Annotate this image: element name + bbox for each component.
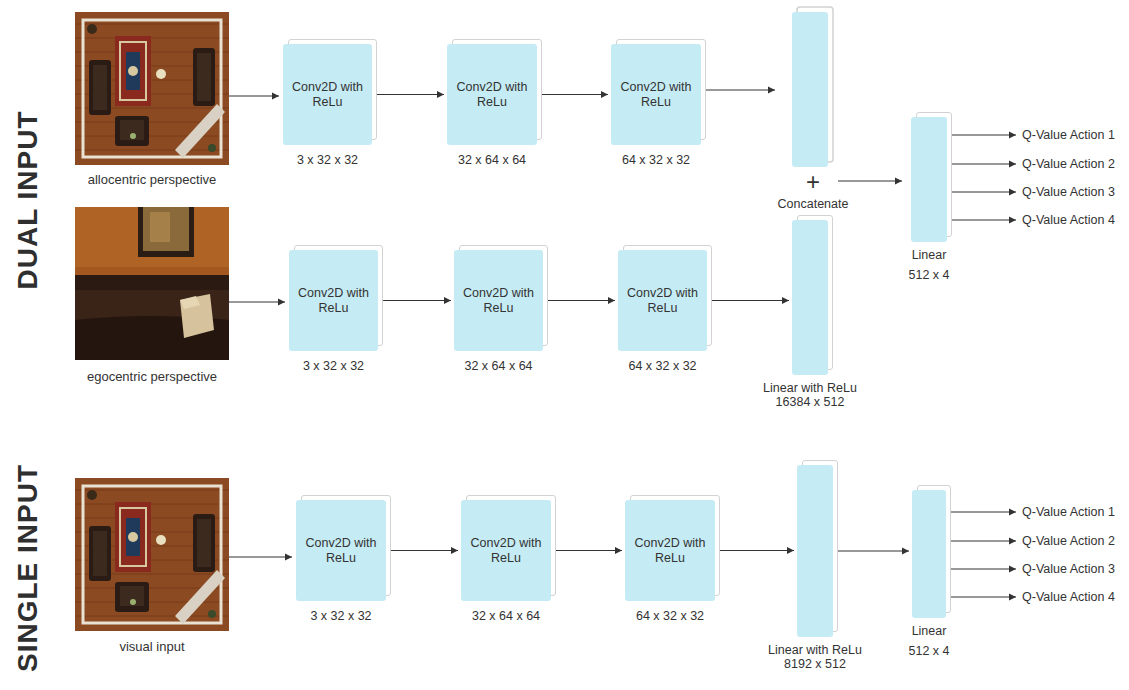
layer-box: Conv2D with ReLu (625, 500, 715, 601)
layer-caption: 32 x 64 x 64 (456, 609, 556, 623)
layer-name: Conv2D with ReLu (300, 536, 382, 566)
layer-dims: 32 x 64 x 64 (442, 153, 542, 167)
layer-name: Conv2D with ReLu (293, 286, 374, 316)
layer-caption: 64 x 32 x 32 (606, 153, 706, 167)
flow-arrow (389, 550, 458, 551)
layer-box: Conv2D with ReLu (611, 44, 701, 145)
layer-caption: 3 x 32 x 32 (284, 359, 384, 373)
layer-box: Conv2D with ReLu (289, 250, 378, 351)
output-label: Q-Value Action 1 (1022, 504, 1115, 520)
flow-arrow (381, 300, 451, 301)
flow-arrow (554, 550, 622, 551)
visual-input-image (75, 478, 229, 631)
conv-layer: Conv2D with ReLu64 x 32 x 32 (618, 250, 707, 351)
conv-layer: Conv2D with ReLu32 x 64 x 64 (454, 250, 543, 351)
layer-dims: 64 x 32 x 32 (620, 609, 720, 623)
section-title: DUAL INPUT (11, 85, 45, 315)
flow-arrow (540, 94, 608, 95)
layer-caption: 3 x 32 x 32 (278, 153, 378, 167)
layer-box (912, 490, 946, 618)
output-label: Q-Value Action 2 (1022, 156, 1115, 172)
conv-layer: Conv2D with ReLu32 x 64 x 64 (447, 44, 537, 145)
layer-caption: 64 x 32 x 32 (613, 359, 713, 373)
conv-layer: Conv2D with ReLu3 x 32 x 32 (296, 500, 386, 601)
flow-arrow (836, 551, 909, 552)
layer-box: Conv2D with ReLu (296, 500, 386, 601)
layer-dims: 512 x 4 (879, 644, 979, 658)
layer-caption: 3 x 32 x 32 (291, 609, 391, 623)
caption-text: allocentric perspective (52, 172, 252, 188)
conv-layer: Conv2D with ReLu64 x 32 x 32 (625, 500, 715, 601)
layer-caption: Linear 512 x 4 (879, 248, 979, 282)
layer-name: Conv2D with ReLu (458, 286, 539, 316)
layer-dims: 512 x 4 (879, 268, 979, 282)
caption-text: + (713, 168, 913, 195)
flatten-bar (792, 7, 833, 167)
layer-caption: Linear with ReLu16384 x 512 (760, 381, 860, 409)
layer-name: Conv2D with ReLu (629, 536, 711, 566)
layer-caption: Linear with ReLu8192 x 512 (765, 643, 865, 671)
output-label: Q-Value Action 2 (1022, 533, 1115, 549)
layer-name: Conv2D with ReLu (451, 80, 533, 110)
linear-layer: Linear512 x 4 (911, 117, 947, 242)
output-label: Q-Value Action 4 (1022, 212, 1115, 228)
flow-arrow (718, 550, 794, 551)
layer-name: Conv2D with ReLu (465, 536, 547, 566)
conv-layer: Conv2D with ReLu3 x 32 x 32 (289, 250, 378, 351)
output-label: Q-Value Action 3 (1022, 184, 1115, 200)
conv-layer: Conv2D with ReLu64 x 32 x 32 (611, 44, 701, 145)
caption-text: Concatenate (713, 197, 913, 213)
output-label: Q-Value Action 4 (1022, 589, 1115, 605)
layer-dims: 64 x 32 x 32 (613, 359, 713, 373)
egocentric-image (75, 207, 229, 360)
layer-dims: 3 x 32 x 32 (291, 609, 391, 623)
linear-layer: Linear with ReLu16384 x 512 (792, 220, 828, 375)
layer-dims: 8192 x 512 (765, 657, 865, 671)
output-label: Q-Value Action 1 (1022, 127, 1115, 143)
caption-text: egocentric perspective (52, 369, 252, 385)
layer-box: Conv2D with ReLu (447, 44, 537, 145)
layer-title: Linear with ReLu (765, 643, 865, 657)
layer-caption: 32 x 64 x 64 (449, 359, 549, 373)
layer-caption: 32 x 64 x 64 (442, 153, 542, 167)
conv-layer: Conv2D with ReLu32 x 64 x 64 (461, 500, 551, 601)
layer-dims: 32 x 64 x 64 (449, 359, 549, 373)
layer-box (911, 117, 947, 242)
layer-dims: 3 x 32 x 32 (284, 359, 384, 373)
layer-box: Conv2D with ReLu (618, 250, 707, 351)
section-title: SINGLE INPUT (11, 453, 45, 683)
layer-name: Conv2D with ReLu (615, 80, 697, 110)
linear-layer: Linear with ReLu8192 x 512 (797, 465, 833, 637)
layer-caption: Linear 512 x 4 (879, 624, 979, 658)
layer-name: Conv2D with ReLu (622, 286, 703, 316)
layer-caption: 64 x 32 x 32 (620, 609, 720, 623)
layer-box (797, 465, 833, 637)
layer-box: Conv2D with ReLu (461, 500, 551, 601)
layer-dims: 16384 x 512 (760, 395, 860, 409)
layer-box: Conv2D with ReLu (454, 250, 543, 351)
linear-layer: Linear512 x 4 (912, 490, 946, 618)
output-label: Q-Value Action 3 (1022, 561, 1115, 577)
conv-layer: Conv2D with ReLu3 x 32 x 32 (283, 44, 372, 145)
layer-box: Conv2D with ReLu (283, 44, 372, 145)
layer-name: Conv2D with ReLu (287, 80, 368, 110)
layer-box (792, 220, 828, 375)
layer-dims: 32 x 64 x 64 (456, 609, 556, 623)
allocentric-image (75, 12, 229, 165)
flow-arrow (710, 300, 789, 301)
caption-text: visual input (52, 639, 252, 655)
layer-title: Linear with ReLu (760, 381, 860, 395)
flow-arrow (375, 94, 444, 95)
layer-title: Linear (879, 624, 979, 638)
layer-dims: 3 x 32 x 32 (278, 153, 378, 167)
layer-title: Linear (879, 248, 979, 262)
flow-arrow (546, 300, 615, 301)
layer-dims: 64 x 32 x 32 (606, 153, 706, 167)
